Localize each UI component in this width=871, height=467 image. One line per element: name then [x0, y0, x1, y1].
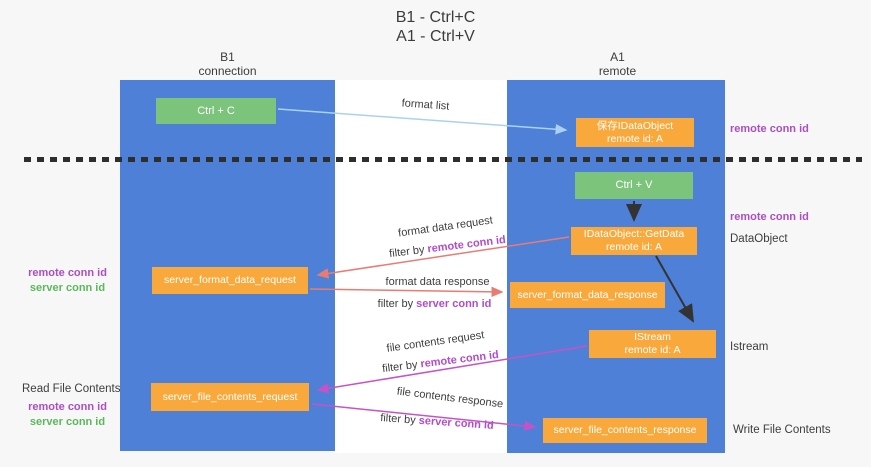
side-remote-conn-id-top-right: remote conn id	[730, 123, 809, 135]
node-ctrl-v: Ctrl + V	[575, 172, 693, 199]
arrow-format-response	[309, 286, 504, 298]
lane-b1-role: connection	[198, 64, 257, 78]
node-server-file-contents-request-label: server_file_contents_request	[162, 390, 298, 403]
node-idataobject-getdata-line2: remote id: A	[605, 241, 663, 253]
side-server-conn-id-bottom-left: server conn id	[29, 416, 106, 428]
node-server-format-data-request-label: server_format_data_request	[164, 274, 296, 286]
label-format-response-filter-prefix: filter by	[377, 298, 417, 310]
side-remote-conn-id-mid-right: remote conn id	[730, 211, 809, 223]
lane-b1-name: B1	[220, 50, 235, 64]
side-dataobject-label: DataObject	[730, 233, 788, 245]
node-idataobject-getdata-line1: IDataObject::GetData	[583, 228, 685, 240]
node-istream-line2: remote id: A	[624, 344, 681, 356]
lane-a1-role: remote	[598, 64, 637, 78]
node-save-idataobject-line2: remote id: A	[606, 132, 664, 145]
title-line-2: A1 - Ctrl+V	[396, 28, 475, 45]
side-istream-label: Istream	[730, 341, 769, 353]
node-server-format-data-request: server_format_data_request	[152, 267, 308, 294]
side-remote-conn-id-bottom-left: remote conn id	[28, 401, 107, 413]
node-server-file-contents-response-label: server_file_contents_response	[553, 424, 697, 436]
node-save-idataobject-line1: 保存IDataObject	[596, 119, 674, 132]
node-server-file-contents-request: server_file_contents_request	[151, 383, 309, 411]
label-format-data-response: format data response	[385, 276, 490, 288]
node-ctrl-v-label: Ctrl + V	[615, 179, 653, 191]
arrow-file-request	[316, 345, 588, 394]
page-title: B1 - Ctrl+C A1 - Ctrl+V	[0, 8, 871, 46]
node-server-format-data-response: server_format_data_response	[510, 282, 665, 308]
arrow-format-request	[316, 236, 570, 279]
lane-gap	[335, 80, 507, 453]
arrow-getdata-to-istream	[655, 255, 694, 323]
label-format-response-filter: filter by server conn id	[377, 298, 492, 310]
node-istream: IStream remote id: A	[589, 330, 716, 358]
dashed-divider	[24, 157, 862, 162]
node-server-file-contents-response: server_file_contents_response	[543, 418, 707, 443]
arrow-format-list	[277, 108, 568, 135]
lane-header-b1: B1 connection	[150, 50, 305, 78]
arrow-file-response	[311, 403, 537, 432]
node-istream-line1: IStream	[634, 331, 671, 343]
node-save-idataobject: 保存IDataObject remote id: A	[576, 118, 694, 147]
node-idataobject-getdata: IDataObject::GetData remote id: A	[571, 227, 697, 255]
lane-header-a1: A1 remote	[540, 50, 695, 78]
node-ctrl-c-label: Ctrl + C	[197, 104, 235, 117]
title-line-1: B1 - Ctrl+C	[395, 9, 476, 26]
side-server-conn-id-top-left: server conn id	[29, 282, 106, 294]
side-write-file-contents-label: Write File Contents	[733, 424, 831, 436]
node-server-format-data-response-label: server_format_data_response	[517, 288, 658, 301]
side-read-file-contents-label: Read File Contents	[22, 383, 121, 395]
side-remote-conn-id-top-left: remote conn id	[28, 267, 107, 279]
label-format-response-filter-key: server conn id	[416, 298, 492, 310]
node-ctrl-c: Ctrl + C	[156, 98, 276, 124]
lane-a1-name: A1	[610, 50, 625, 64]
